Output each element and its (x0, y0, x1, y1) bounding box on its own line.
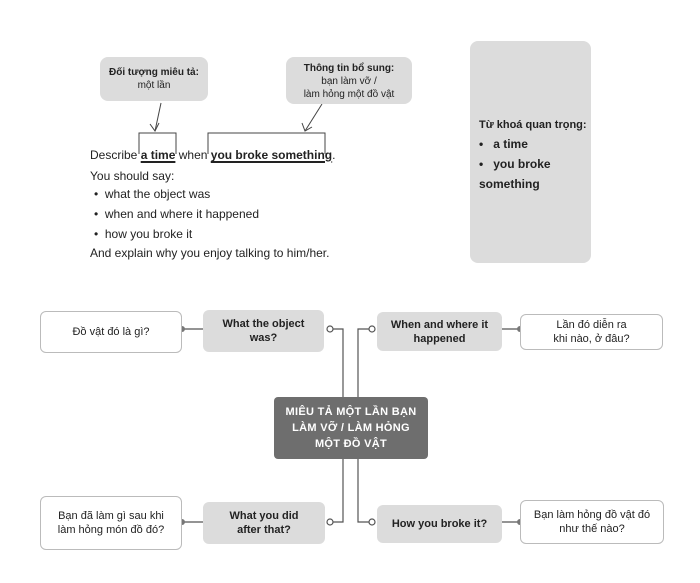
callout-subject-text: một lần (137, 80, 171, 91)
answer-what-object: Đồ vật đó là gì? (40, 311, 182, 353)
callout-subject: Đối tượng miêu tả: một lần (100, 57, 208, 101)
cue-bullet: • how you broke it (94, 227, 193, 241)
keyword-item: • you broke something (479, 157, 551, 191)
keyword-title: Từ khoá quan trọng: (479, 119, 587, 131)
question-how-broke: How you broke it? (377, 505, 502, 543)
callout-extra-line2: làm hỏng một đồ vật (303, 89, 395, 100)
highlight-a-time: a time (140, 148, 176, 162)
callout-extra-line1: bạn làm vỡ / (321, 76, 377, 87)
cue-card-describe: Describe a time when you broke something… (90, 148, 336, 162)
cue-bullet: • when and where it happened (94, 207, 259, 221)
cue-explain: And explain why you enjoy talking to him… (90, 246, 330, 260)
keyword-item-text: you broke something (479, 157, 551, 191)
cue-bullet: • what the object was (94, 187, 211, 201)
callout-extra: Thông tin bổ sung: bạn làm vỡ / làm hỏng… (286, 57, 412, 104)
callout-extra-title: Thông tin bổ sung: (303, 63, 395, 74)
highlight-broke-something: you broke something (210, 148, 333, 162)
mindmap-center: MIÊU TẢ MỘT LẦN BẠN LÀM VỠ / LÀM HỎNG MỘ… (274, 397, 428, 459)
keyword-box: Từ khoá quan trọng: • a time • you broke… (470, 41, 591, 263)
should-say: You should say: (90, 169, 175, 183)
keyword-item: • a time (479, 137, 528, 151)
callout-subject-title: Đối tượng miêu tả: (109, 67, 199, 78)
